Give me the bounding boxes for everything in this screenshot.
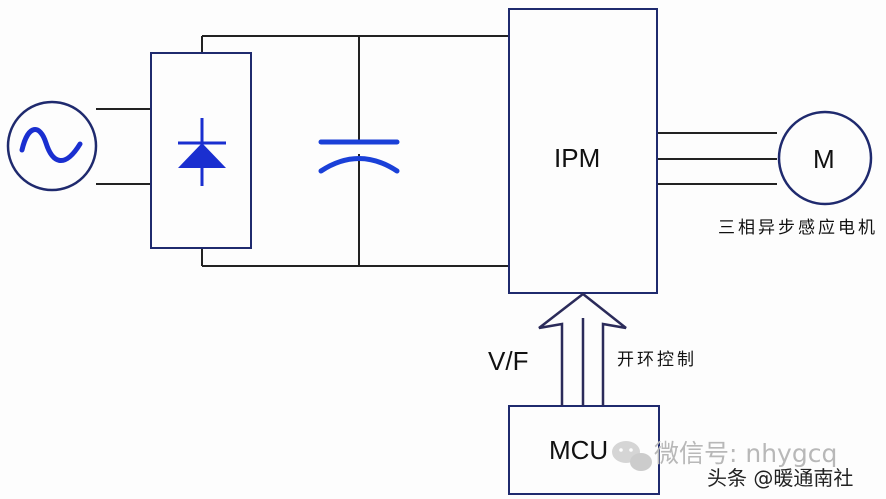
motor-circle — [777, 110, 873, 206]
wires — [96, 35, 777, 267]
up-arrow-icon — [538, 292, 627, 406]
credit-watermark: 头条 @暖通南社 — [707, 466, 854, 490]
ipm-block — [508, 8, 658, 294]
vf-label: V/F — [488, 346, 529, 376]
ipm-label: IPM — [554, 143, 601, 173]
diode-icon — [178, 118, 226, 186]
ac-source — [6, 100, 98, 192]
wechat-logo-icon — [612, 441, 652, 471]
rectifier-block — [150, 52, 252, 249]
open-loop-label: 开环控制 — [617, 350, 697, 370]
sine-wave-icon — [19, 127, 83, 163]
mcu-label: MCU — [549, 435, 609, 465]
ac-source-circle — [6, 100, 98, 192]
capacitor-icon — [318, 139, 400, 174]
motor-label: M — [813, 144, 835, 174]
motor-caption: 三相异步感应电机 — [718, 218, 878, 238]
wechat-watermark: 微信号: nhygcq — [654, 439, 838, 468]
